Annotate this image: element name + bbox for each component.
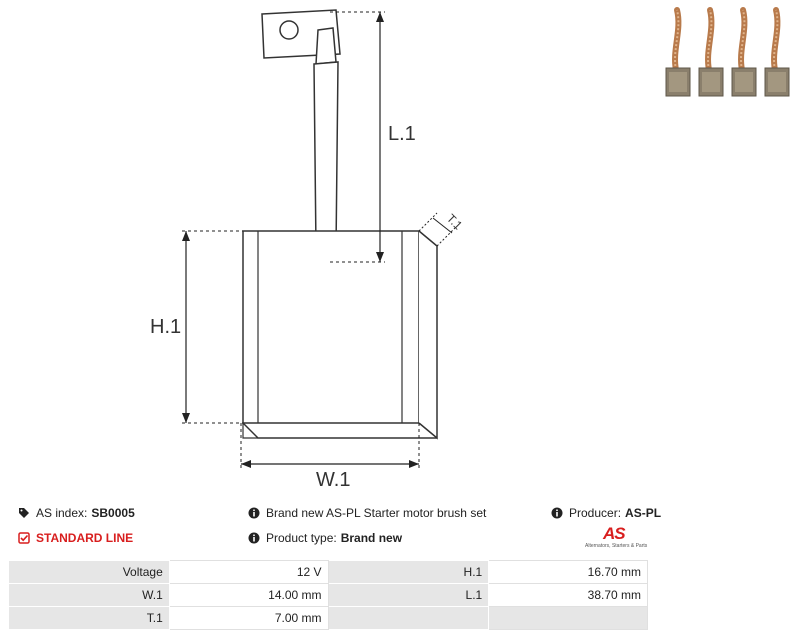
brush-body — [242, 230, 438, 440]
info-icon — [551, 507, 563, 519]
product-type: Product type: Brand new — [248, 531, 402, 545]
logo-tagline: Alternators, Starters & Parts — [585, 543, 648, 549]
product-type-label: Product type: — [266, 531, 337, 545]
spec-label: T.1 — [8, 606, 170, 630]
info-icon — [248, 532, 260, 544]
description: Brand new AS-PL Starter motor brush set — [248, 506, 486, 520]
brush-photo-item — [764, 7, 790, 97]
line-label: STANDARD LINE — [36, 531, 134, 545]
lead-wire — [313, 27, 339, 265]
spec-value: 7.00 mm — [168, 606, 329, 630]
product-photo — [665, 7, 790, 97]
dimension-l1: L.1 — [330, 11, 416, 263]
info-icon — [248, 507, 260, 519]
logo-mark: AS — [603, 524, 626, 543]
h1-label: H.1 — [150, 316, 181, 338]
producer: Producer: AS-PL — [551, 506, 661, 520]
as-index: AS index: SB0005 — [18, 506, 135, 520]
product-line: STANDARD LINE — [18, 531, 133, 545]
dimension-w1: W.1 — [240, 423, 420, 491]
brush-photo-item — [698, 7, 724, 97]
spec-value — [488, 606, 648, 630]
spec-label: H.1 — [327, 560, 490, 584]
brush-photo-item — [665, 7, 691, 97]
spec-label: Voltage — [8, 560, 170, 584]
spec-value: 38.70 mm — [488, 583, 648, 607]
w1-label: W.1 — [316, 469, 350, 491]
spec-value: 16.70 mm — [488, 560, 648, 584]
terminal-hole — [279, 20, 299, 40]
dimension-h1: H.1 — [150, 230, 243, 424]
producer-label: Producer: — [569, 506, 622, 520]
l1-label: L.1 — [388, 123, 416, 145]
spec-value: 12 V — [168, 560, 329, 584]
as-pl-logo: AS Alternators, Starters & Parts — [585, 524, 655, 552]
spec-value: 14.00 mm — [168, 583, 329, 607]
description-text: Brand new AS-PL Starter motor brush set — [266, 506, 487, 520]
technical-drawing: L.1 H.1 W.1 T.1 — [150, 7, 790, 491]
tag-icon — [19, 508, 29, 518]
producer-value: AS-PL — [625, 506, 662, 520]
spec-label — [327, 606, 490, 630]
spec-label: L.1 — [327, 583, 490, 607]
brush-photo-item — [731, 7, 757, 97]
as-index-value: SB0005 — [91, 506, 135, 520]
as-index-label: AS index: — [36, 506, 88, 520]
spec-label: W.1 — [8, 583, 170, 607]
product-type-value: Brand new — [340, 531, 403, 545]
checkbox-checked-icon — [18, 532, 30, 544]
